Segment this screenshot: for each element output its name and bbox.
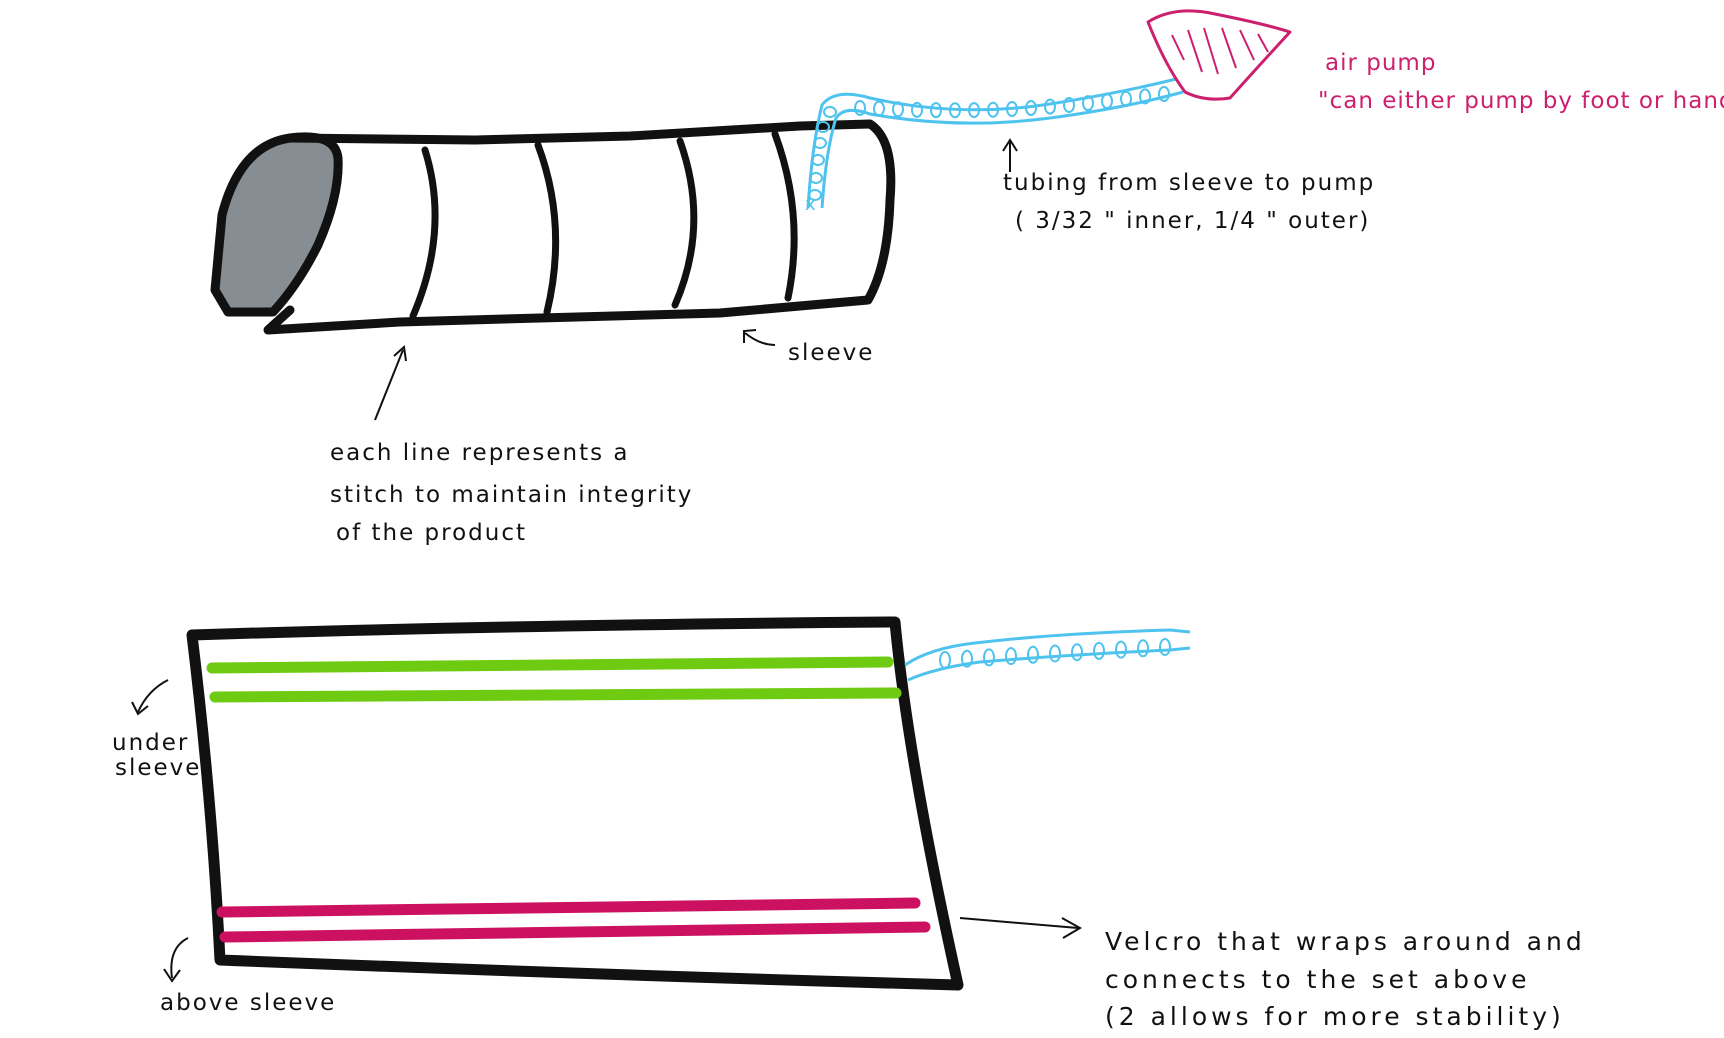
air-pump-note: "can either pump by foot or hand" [1318,88,1724,114]
tubing-ring [939,651,951,669]
tubing-ring [813,137,827,149]
tubing-ring [1049,644,1061,663]
velcro-arrow [959,917,1083,939]
tubing-ring [983,648,995,667]
under-sleeve-arrow [131,679,169,716]
tubing-ring [816,121,830,133]
stitch-line [534,141,560,316]
tubing-ring [961,649,973,668]
stitch-label-line1: each line represents a [330,440,630,466]
tubing-edge [820,90,1184,209]
tubing-ring [987,101,999,118]
tubing-end-mark: x [805,194,816,215]
under-sleeve-label-line1: under [112,730,189,756]
air-pump-hatching [1171,27,1269,75]
under-sleeve-label-line2: sleeve [115,755,201,781]
tubing-ring [1101,93,1113,110]
tubing-rings [808,86,1170,201]
stitch-label-line3: of the product [336,520,527,546]
tubing-ring [1159,638,1171,656]
tubing-arrow [1002,138,1018,172]
stitch-line [671,137,698,309]
tubing-ring [1005,647,1017,666]
tubing-size-label: ( 3/32 " inner, 1/4 " outer) [1015,208,1370,234]
velcro-above-strip [216,897,921,918]
sleeve-arrow [743,329,776,346]
tubing-ring [809,172,823,184]
tubing: x [805,76,1184,215]
tubing-stub [904,628,1191,682]
sleeve-drawing [210,119,896,335]
stitch-line [409,146,439,320]
velcro-label-line3: (2 allows for more stability) [1105,1002,1565,1031]
tubing-ring [930,102,942,119]
air-pump-label: air pump [1325,50,1436,76]
tubing-ring [1139,88,1151,105]
tubing-ring [1137,639,1149,658]
stitch-label-line2: stitch to maintain integrity [330,482,693,508]
stitch-line [771,130,798,302]
sleeve-label: sleeve [788,340,874,366]
flat-sleeve-outline [186,616,964,991]
stitch-arrow [374,345,407,421]
tubing-ring [854,100,866,116]
above-sleeve-label: above sleeve [160,990,336,1016]
tubing-ring [911,101,923,118]
air-pump-body [1146,9,1292,101]
tubing-ring [811,154,825,166]
tubing-ring [1063,97,1075,114]
flat-sleeve [186,616,964,991]
tubing-ring [1115,640,1127,659]
tubing-ring [892,101,904,118]
velcro-under-strip [206,656,894,674]
tubing-ring [1006,101,1018,117]
tubing-ring [1071,643,1083,662]
sleeve-body-outline [263,119,896,335]
tubing-label: tubing from sleeve to pump [1003,170,1375,196]
above-sleeve-arrow [163,937,189,983]
tubing-ring [1025,99,1037,116]
tubing-ring [949,102,961,119]
tubing-ring [873,100,885,117]
air-pump [1146,9,1292,101]
tubing-ring [1093,641,1105,660]
tubing-ring [1027,645,1039,664]
tubing-ring [808,189,822,201]
sleeve-end-cap [210,132,343,317]
velcro-label-line2: connects to the set above [1105,965,1530,994]
velcro-label-line1: Velcro that wraps around and [1105,927,1586,956]
tubing-ring [1044,98,1056,115]
tubing-ring [1082,95,1094,112]
tubing-ring [1120,90,1132,107]
tubing-ring [823,106,837,118]
tubing-stub-rings [939,638,1171,669]
tubing-ring [968,102,980,119]
tubing-ring [1158,86,1170,102]
velcro-above-strip [219,921,931,943]
velcro-under-strip [209,687,902,703]
